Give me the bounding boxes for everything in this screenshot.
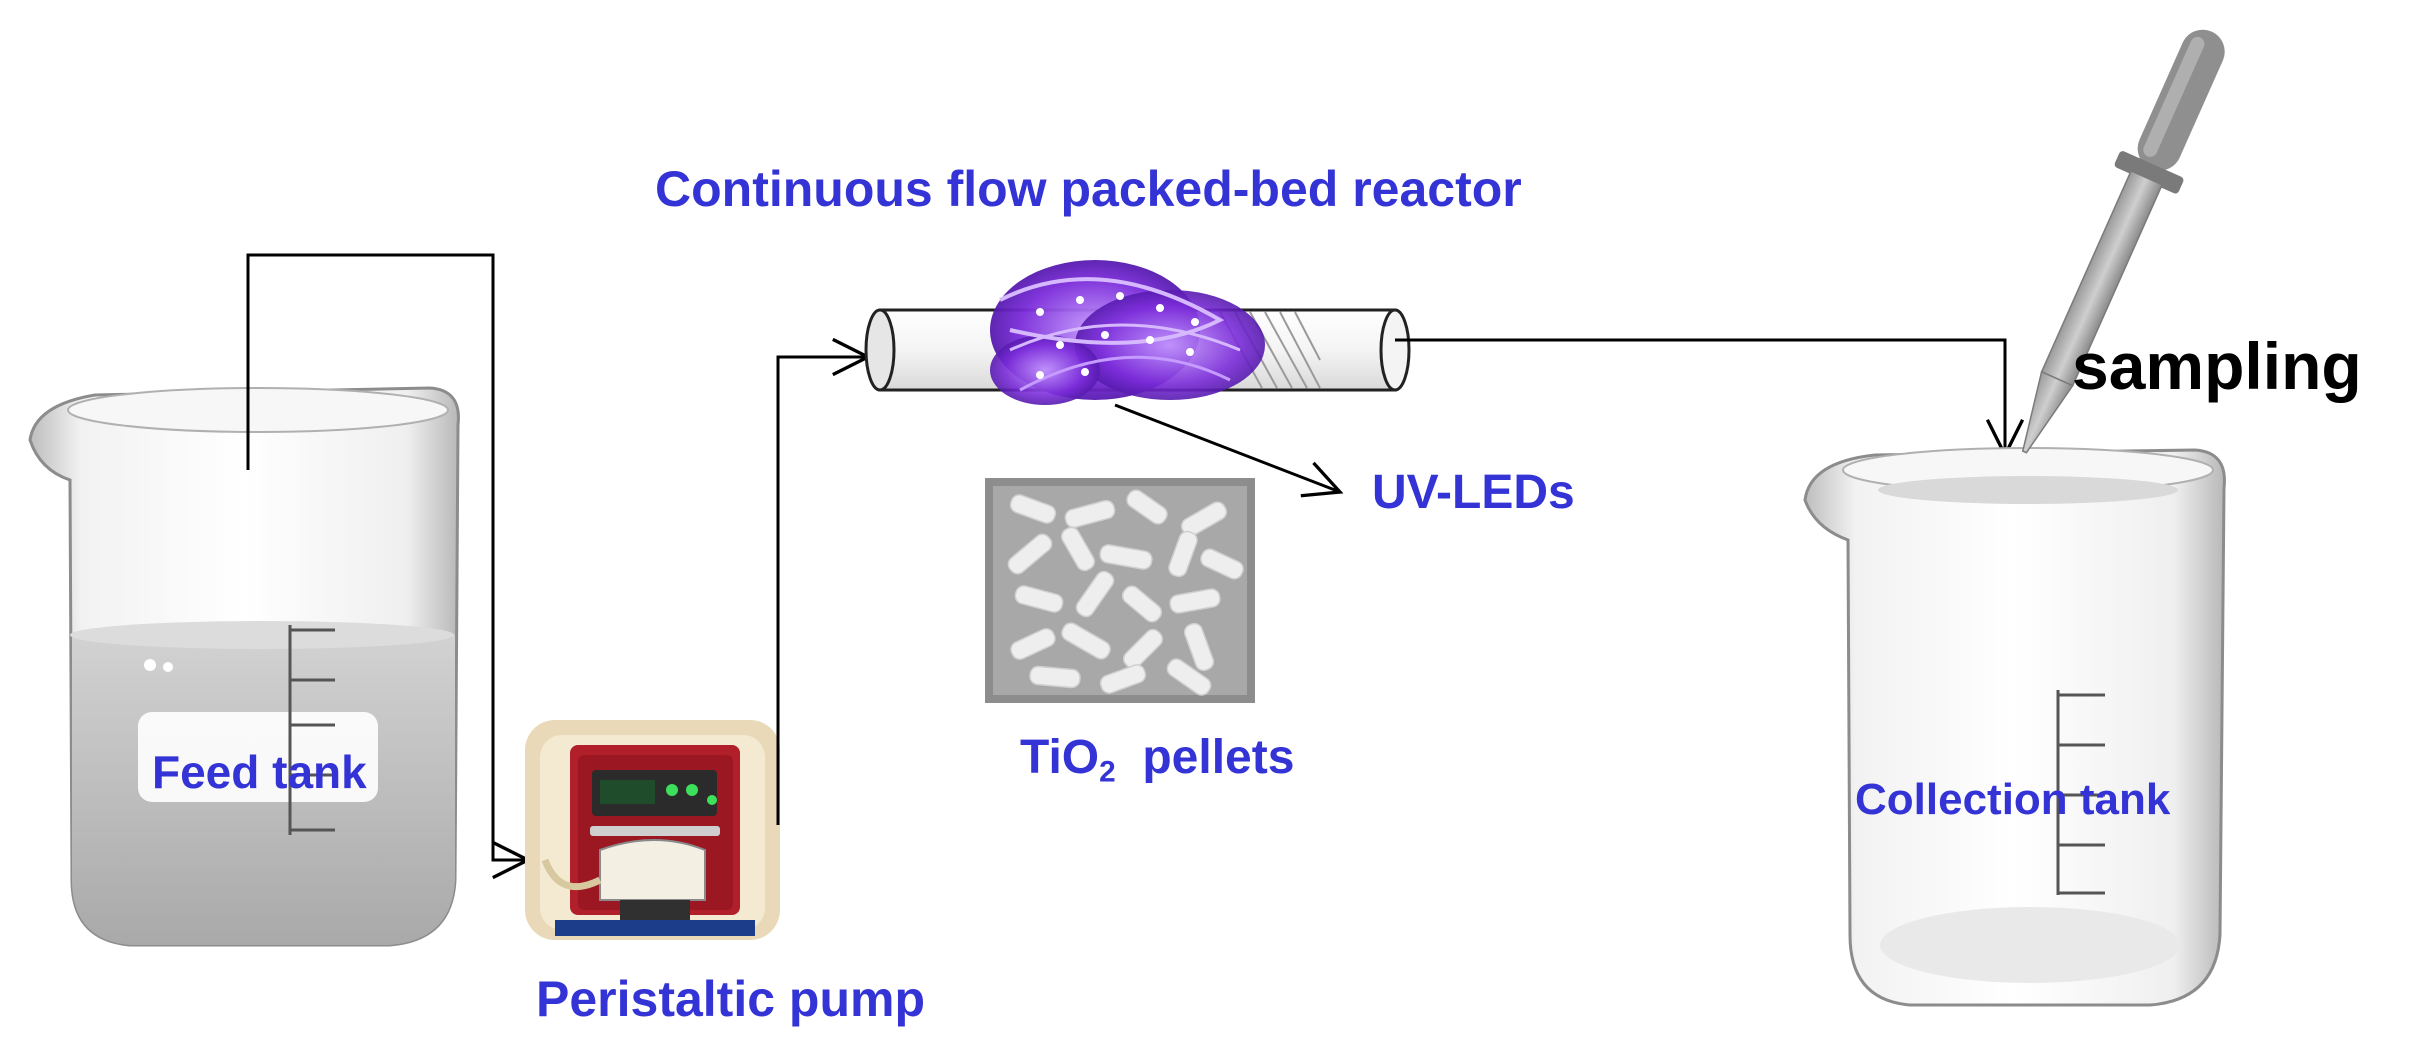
feed-graduation-marks (288, 625, 335, 835)
uv-led-pointer (1114, 403, 1344, 498)
pellets-prefix: TiO (1020, 731, 1100, 784)
tio2-pellets-photo (985, 478, 1255, 703)
uv-led-strip (990, 260, 1265, 405)
sampling-label: sampling (2072, 329, 2362, 403)
pellets-subscript: 2 (1099, 755, 1116, 789)
peristaltic-pump (525, 720, 780, 940)
pump-head (599, 839, 706, 901)
collection-tank-beaker (1803, 447, 2226, 1007)
pump-to-reactor-line (776, 337, 872, 825)
pump-tubing (541, 858, 602, 891)
feed-tank-label: Feed tank (152, 746, 367, 798)
pellets-suffix: pellets (1115, 731, 1295, 784)
reactor-to-collection-line (1395, 338, 2025, 459)
feed-tank-beaker (28, 386, 460, 947)
tio2-pellets-label: TiO2 pellets (1020, 730, 1294, 789)
collection-tank-label: Collection tank (1855, 775, 2171, 824)
feed-tank-label-patch (138, 712, 378, 802)
collection-graduation-marks (2056, 690, 2105, 895)
uv-leds-label: UV-LEDs (1372, 466, 1575, 519)
reactor-title-label: Continuous flow packed-bed reactor (655, 161, 1522, 217)
feed-to-pump-line (246, 253, 532, 880)
sampling-pipette (2021, 29, 2225, 454)
peristaltic-pump-label: Peristaltic pump (536, 971, 925, 1027)
